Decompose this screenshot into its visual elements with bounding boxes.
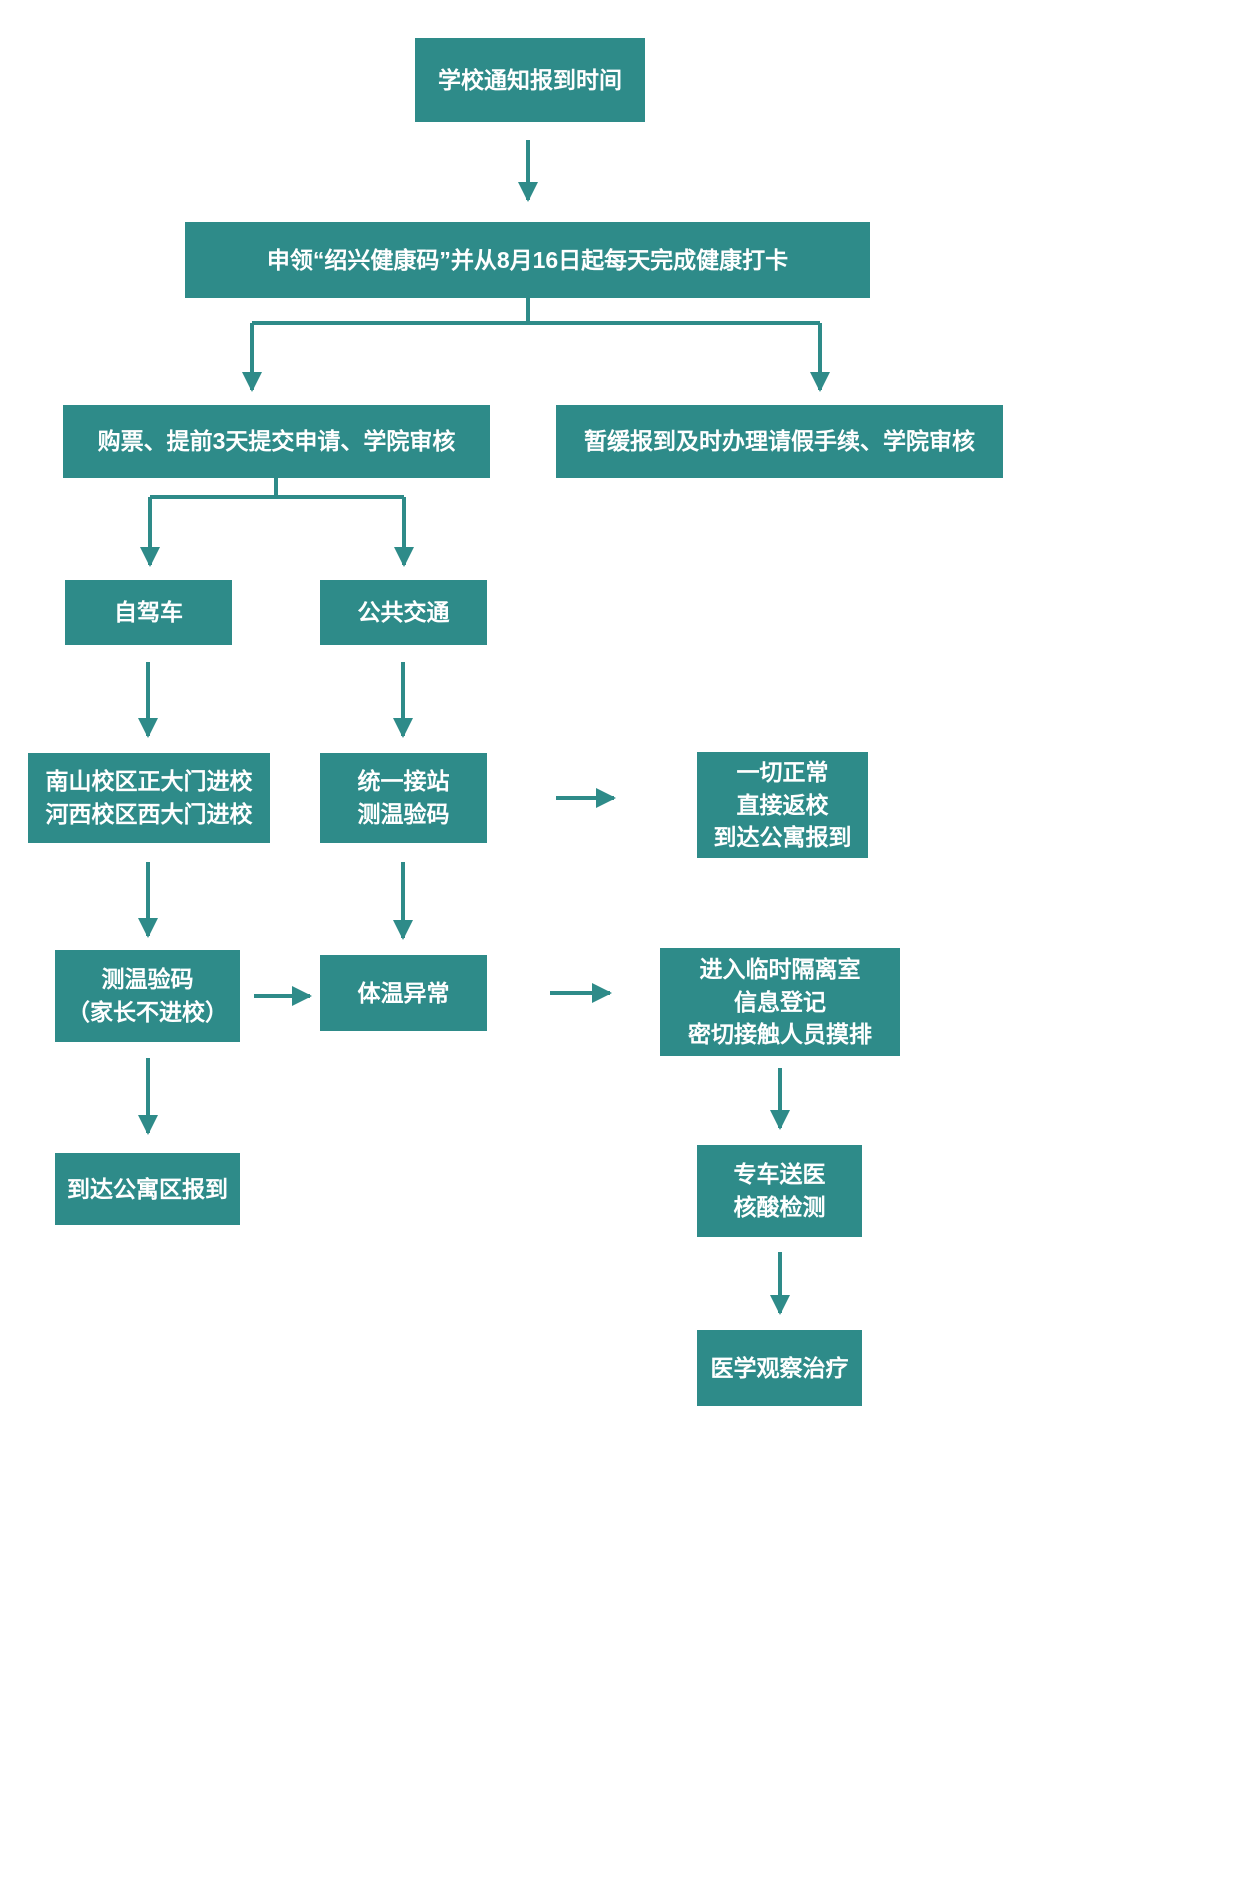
- node-isolation-room: 进入临时隔离室 信息登记 密切接触人员摸排: [660, 948, 900, 1056]
- node-apartment-report: 到达公寓区报到: [55, 1153, 240, 1225]
- node-temp-abnormal: 体温异常: [320, 955, 487, 1031]
- node-campus-gates: 南山校区正大门进校 河西校区西大门进校: [28, 753, 270, 843]
- node-health-code: 申领“绍兴健康码”并从8月16日起每天完成健康打卡: [185, 222, 870, 298]
- node-temp-check-gate: 测温验码 （家长不进校）: [55, 950, 240, 1042]
- node-postpone-report: 暂缓报到及时办理请假手续、学院审核: [556, 405, 1003, 478]
- node-school-notice: 学校通知报到时间: [415, 38, 645, 122]
- node-public-transport: 公共交通: [320, 580, 487, 645]
- node-self-drive: 自驾车: [65, 580, 232, 645]
- node-hospital-test: 专车送医 核酸检测: [697, 1145, 862, 1237]
- node-all-normal: 一切正常 直接返校 到达公寓报到: [697, 752, 868, 858]
- node-medical-observation: 医学观察治疗: [697, 1330, 862, 1406]
- node-station-pickup: 统一接站 测温验码: [320, 753, 487, 843]
- node-ticket-apply: 购票、提前3天提交申请、学院审核: [63, 405, 490, 478]
